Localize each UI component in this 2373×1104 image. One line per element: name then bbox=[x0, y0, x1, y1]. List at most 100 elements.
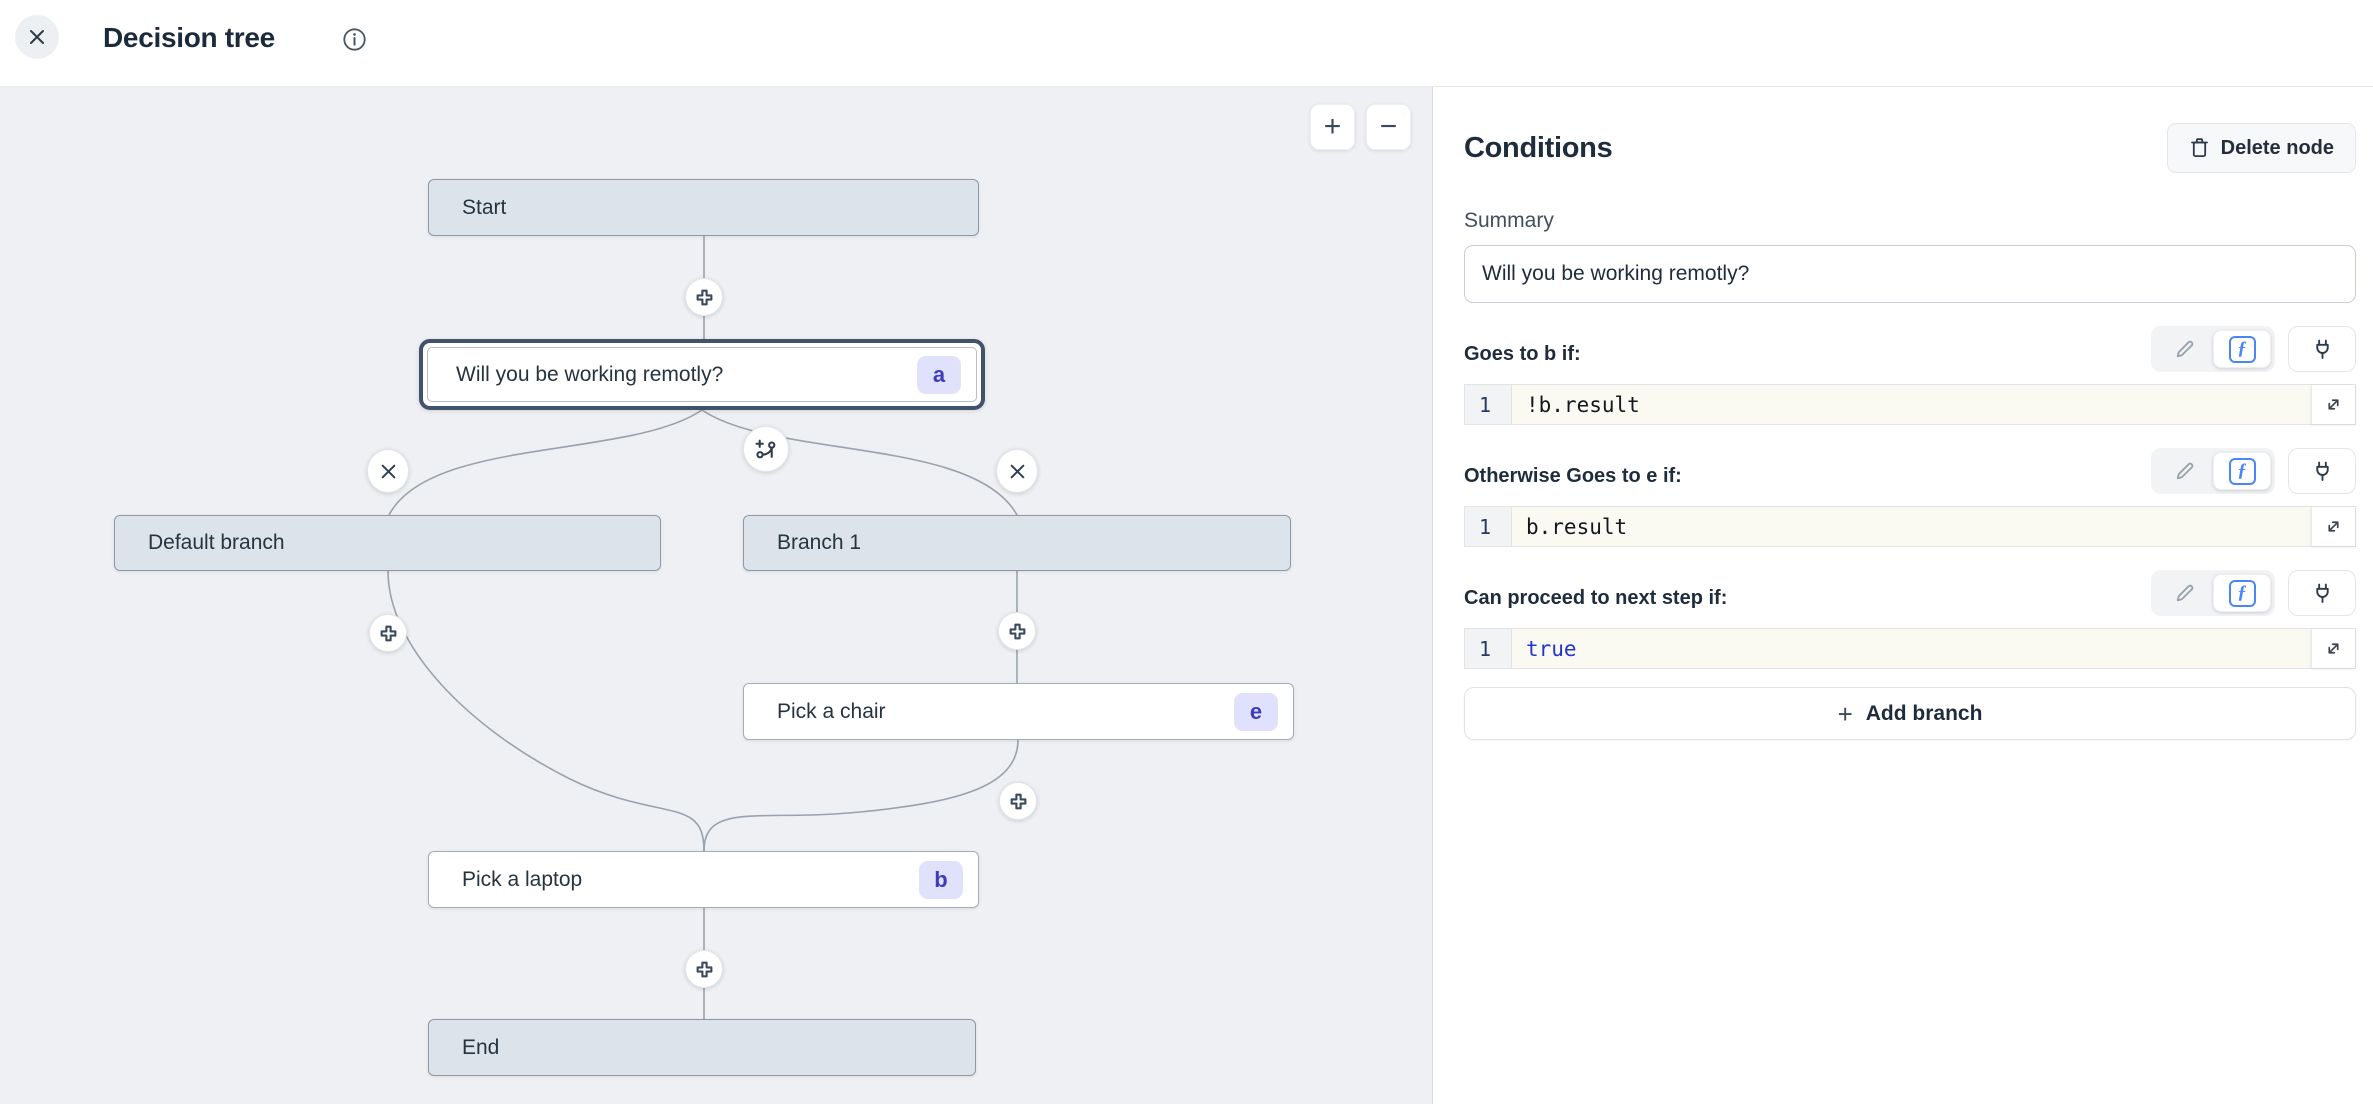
pencil-icon bbox=[2173, 582, 2196, 605]
code-editor[interactable]: 1 true bbox=[1464, 628, 2356, 669]
node-question-body: Will you be working remotly? a bbox=[427, 347, 977, 402]
node-label: Branch 1 bbox=[777, 531, 861, 555]
summary-input[interactable] bbox=[1464, 245, 2356, 303]
expand-editor-button[interactable] bbox=[2311, 385, 2355, 424]
connect-source-button[interactable] bbox=[2288, 570, 2356, 616]
x-icon bbox=[380, 463, 397, 480]
code-content[interactable]: b.result bbox=[1512, 507, 2355, 546]
add-node-button[interactable] bbox=[685, 950, 723, 988]
plus-icon bbox=[1009, 792, 1028, 811]
delete-branch-right-button[interactable] bbox=[996, 449, 1038, 493]
connect-source-button[interactable] bbox=[2288, 448, 2356, 494]
plug-icon bbox=[2311, 460, 2334, 483]
panel-title: Conditions bbox=[1464, 132, 1612, 165]
plug-icon bbox=[2311, 582, 2334, 605]
formula-mode-button[interactable]: ƒ bbox=[2213, 452, 2271, 490]
pencil-icon bbox=[2173, 460, 2196, 483]
node-default-branch[interactable]: Default branch bbox=[114, 515, 661, 571]
line-number: 1 bbox=[1465, 629, 1512, 668]
expand-editor-button[interactable] bbox=[2311, 507, 2355, 546]
code-editor[interactable]: 1 b.result bbox=[1464, 506, 2356, 547]
trash-icon bbox=[2189, 137, 2210, 159]
delete-branch-left-button[interactable] bbox=[367, 449, 409, 493]
condition-label: Can proceed to next step if: bbox=[1464, 587, 1727, 616]
add-branch-node-button[interactable] bbox=[743, 426, 789, 472]
delete-node-button[interactable]: Delete node bbox=[2167, 123, 2356, 173]
x-icon bbox=[1009, 463, 1026, 480]
condition-label: Otherwise Goes to e if: bbox=[1464, 465, 1682, 494]
add-branch-button[interactable]: + Add branch bbox=[1464, 687, 2356, 740]
condition-group-otherwise-goes-to-e: Otherwise Goes to e if: ƒ bbox=[1464, 448, 2356, 547]
panel-header: Conditions Delete node bbox=[1464, 123, 2356, 173]
formula-mode-button[interactable]: ƒ bbox=[2213, 574, 2271, 612]
formula-icon: ƒ bbox=[2229, 336, 2256, 363]
conditions-panel: Conditions Delete node Summary Goes to b… bbox=[1434, 87, 2373, 1104]
node-end[interactable]: End bbox=[428, 1019, 976, 1076]
add-node-button[interactable] bbox=[998, 612, 1036, 650]
condition-mode-controls: ƒ bbox=[2151, 326, 2356, 372]
code-content[interactable]: true bbox=[1512, 629, 2355, 668]
node-label: Pick a laptop bbox=[462, 868, 582, 892]
plug-icon bbox=[2311, 338, 2334, 361]
node-badge: e bbox=[1234, 693, 1278, 731]
formula-mode-button[interactable]: ƒ bbox=[2213, 330, 2271, 368]
close-icon bbox=[27, 27, 47, 47]
mode-toggle: ƒ bbox=[2151, 570, 2275, 616]
node-pick-a-chair[interactable]: Pick a chair e bbox=[743, 683, 1294, 740]
node-label: End bbox=[462, 1036, 499, 1060]
mode-toggle: ƒ bbox=[2151, 448, 2275, 494]
plus-icon: + bbox=[1838, 701, 1853, 727]
condition-label: Goes to b if: bbox=[1464, 343, 1581, 372]
add-node-button[interactable] bbox=[685, 278, 723, 316]
node-question-selected[interactable]: Will you be working remotly? a bbox=[419, 339, 985, 410]
pencil-icon bbox=[2173, 338, 2196, 361]
plus-icon bbox=[695, 960, 714, 979]
close-button[interactable] bbox=[15, 15, 59, 59]
condition-mode-controls: ƒ bbox=[2151, 570, 2356, 616]
code-editor[interactable]: 1 !b.result bbox=[1464, 384, 2356, 425]
expand-icon bbox=[2324, 395, 2343, 414]
node-badge: b bbox=[919, 861, 963, 899]
plus-icon bbox=[695, 288, 714, 307]
header-bar: Decision tree bbox=[0, 0, 2373, 87]
flow-canvas[interactable]: Start Will you be working remotly? a Def… bbox=[0, 87, 1433, 1104]
edit-mode-button[interactable] bbox=[2155, 326, 2213, 372]
formula-icon: ƒ bbox=[2229, 458, 2256, 485]
edit-mode-button[interactable] bbox=[2155, 448, 2213, 494]
delete-node-label: Delete node bbox=[2221, 137, 2334, 160]
node-badge: a bbox=[917, 356, 961, 394]
zoom-out-button[interactable]: − bbox=[1366, 104, 1411, 150]
node-label: Pick a chair bbox=[777, 700, 886, 724]
node-start[interactable]: Start bbox=[428, 179, 979, 236]
line-number: 1 bbox=[1465, 385, 1512, 424]
expand-editor-button[interactable] bbox=[2311, 629, 2355, 668]
expand-icon bbox=[2324, 517, 2343, 536]
zoom-controls: + − bbox=[1310, 104, 1411, 150]
node-label: Start bbox=[462, 196, 506, 220]
formula-icon: ƒ bbox=[2229, 580, 2256, 607]
code-content[interactable]: !b.result bbox=[1512, 385, 2355, 424]
expand-icon bbox=[2324, 639, 2343, 658]
zoom-in-button[interactable]: + bbox=[1310, 104, 1355, 150]
add-node-button[interactable] bbox=[369, 614, 407, 652]
edit-mode-button[interactable] bbox=[2155, 570, 2213, 616]
add-node-button[interactable] bbox=[999, 782, 1037, 820]
node-branch-1[interactable]: Branch 1 bbox=[743, 515, 1291, 571]
plus-icon bbox=[1008, 622, 1027, 641]
connect-source-button[interactable] bbox=[2288, 326, 2356, 372]
node-pick-a-laptop[interactable]: Pick a laptop b bbox=[428, 851, 979, 908]
edge-connectors bbox=[0, 87, 1433, 1104]
condition-group-can-proceed: Can proceed to next step if: ƒ bbox=[1464, 570, 2356, 669]
node-label: Will you be working remotly? bbox=[456, 363, 723, 387]
mode-toggle: ƒ bbox=[2151, 326, 2275, 372]
summary-label: Summary bbox=[1464, 209, 2356, 233]
node-label: Default branch bbox=[148, 531, 285, 555]
add-branch-label: Add branch bbox=[1866, 702, 1983, 726]
page-title: Decision tree bbox=[103, 22, 275, 54]
condition-mode-controls: ƒ bbox=[2151, 448, 2356, 494]
line-number: 1 bbox=[1465, 507, 1512, 546]
condition-group-goes-to-b: Goes to b if: ƒ bbox=[1464, 326, 2356, 425]
branch-icon bbox=[755, 438, 778, 461]
plus-icon bbox=[379, 624, 398, 643]
info-icon[interactable] bbox=[342, 27, 367, 52]
